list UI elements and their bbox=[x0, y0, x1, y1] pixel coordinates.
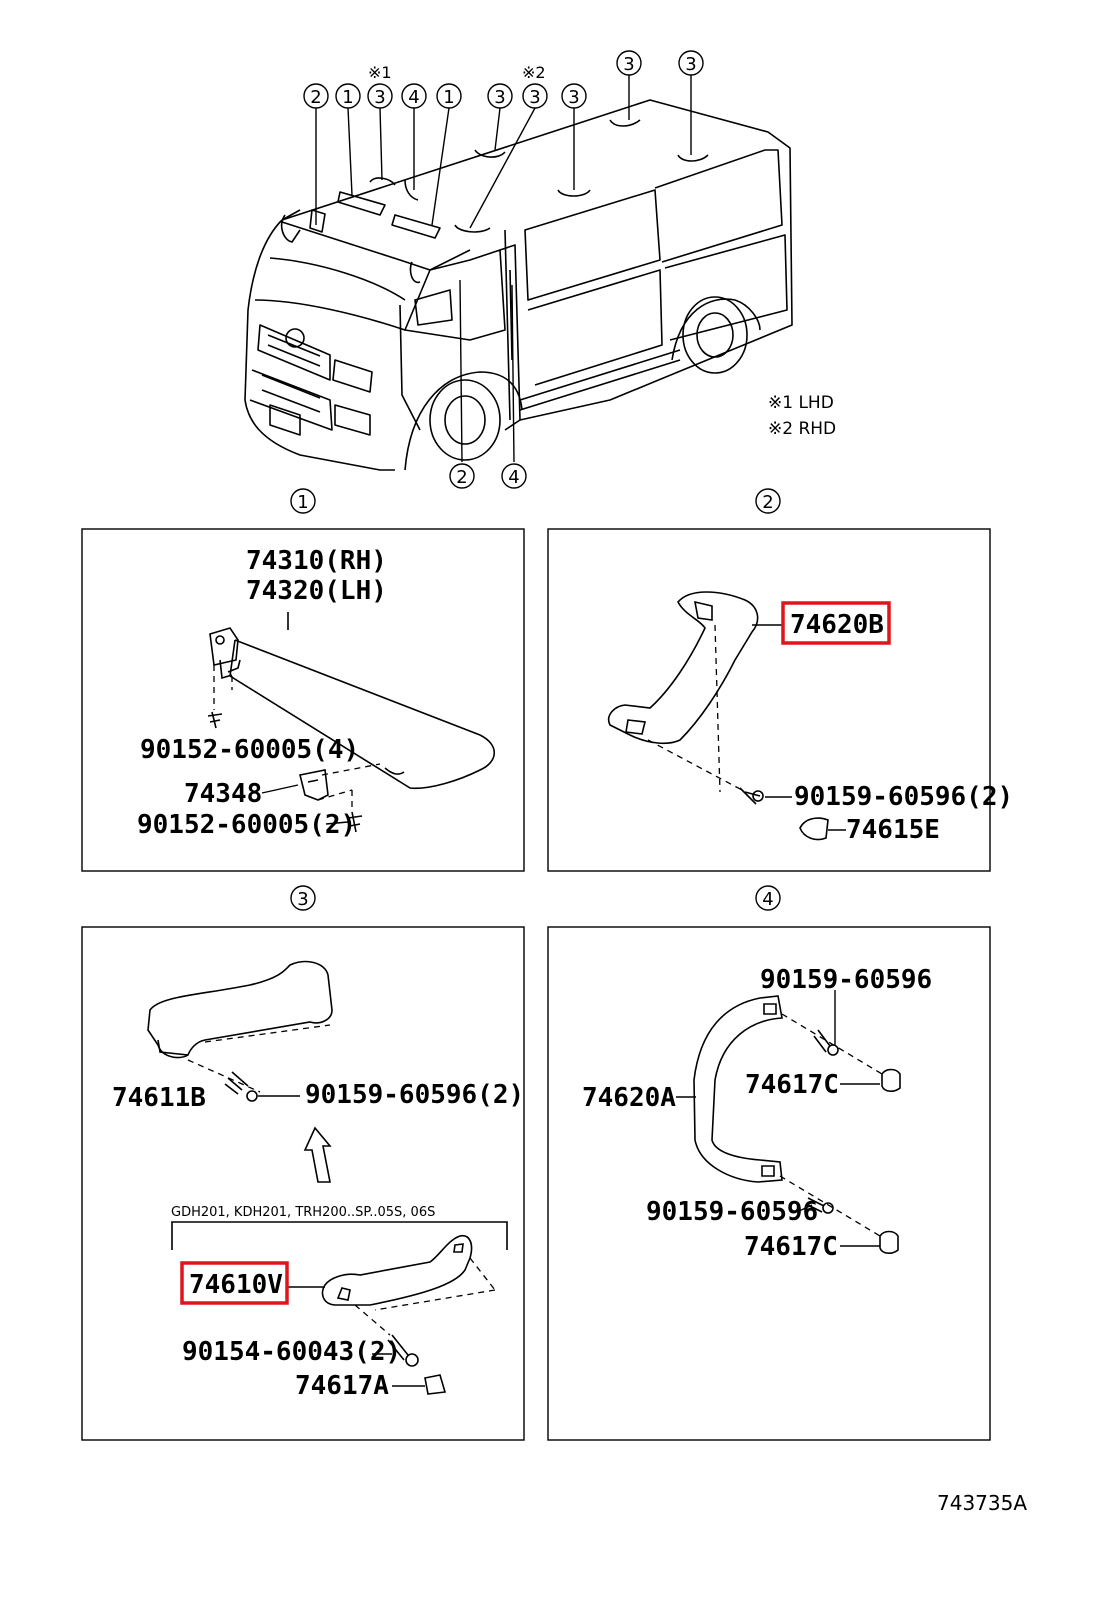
label-74610V[interactable]: 74610V bbox=[189, 1270, 283, 1300]
van-callouts bbox=[303, 50, 704, 489]
section-heading-4: 4 bbox=[762, 889, 773, 910]
label-90154-60043-2: 90154-60043(2) bbox=[182, 1337, 401, 1367]
panel-3-drawing bbox=[147, 960, 508, 1395]
label-74617C-top: 74617C bbox=[745, 1070, 839, 1100]
variant-note: GDH201, KDH201, TRH200..SP..05S, 06S bbox=[171, 1205, 435, 1220]
panel-4-frame bbox=[547, 926, 991, 1441]
van-callout-3f: 3 bbox=[685, 54, 696, 75]
panel-1-frame bbox=[81, 528, 525, 872]
label-74310-rh: 74310(RH) bbox=[246, 546, 387, 576]
van-callout-1b: 1 bbox=[443, 87, 454, 108]
section-heading-3: 3 bbox=[297, 889, 308, 910]
van-callout-2a: 2 bbox=[310, 87, 321, 108]
van-callout-4b: 4 bbox=[508, 467, 519, 488]
highlight-74620B bbox=[781, 601, 891, 645]
van-illustration bbox=[244, 99, 793, 471]
van-callout-3d: 3 bbox=[568, 87, 579, 108]
label-74611B: 74611B bbox=[112, 1083, 206, 1113]
van-callout-4a: 4 bbox=[408, 87, 419, 108]
legend-rhd: ※2 RHD bbox=[768, 419, 836, 439]
van-callout-3c: 3 bbox=[529, 87, 540, 108]
label-90159-60596-bottom: 90159-60596 bbox=[646, 1197, 818, 1227]
drawing-code: 743735A bbox=[937, 1491, 1027, 1515]
van-callout-3a: 3 bbox=[374, 87, 385, 108]
panel-4-drawing bbox=[693, 995, 901, 1254]
marker-note-1: ※1 bbox=[368, 63, 392, 82]
marker-note-2: ※2 bbox=[522, 63, 546, 82]
van-callout-leaders bbox=[315, 75, 692, 463]
label-74617A: 74617A bbox=[295, 1371, 389, 1401]
label-90152-60005-2: 90152-60005(2) bbox=[137, 810, 356, 840]
van-callout-2b: 2 bbox=[456, 467, 467, 488]
label-74620A: 74620A bbox=[582, 1083, 676, 1113]
van-callout-3e: 3 bbox=[623, 54, 634, 75]
label-90159-60596-2-panel2: 90159-60596(2) bbox=[794, 782, 1013, 812]
panel-2-frame bbox=[547, 528, 991, 872]
panel-3-dashes bbox=[187, 1024, 496, 1336]
label-90159-60596-2-panel3: 90159-60596(2) bbox=[305, 1080, 524, 1110]
label-74615E: 74615E bbox=[846, 815, 940, 845]
panel-3-frame bbox=[81, 926, 525, 1441]
label-74348: 74348 bbox=[184, 779, 262, 809]
section-heading-1: 1 bbox=[297, 492, 308, 513]
panel-2-dashes bbox=[647, 624, 743, 793]
label-74617C-bottom: 74617C bbox=[744, 1232, 838, 1262]
highlight-74610V bbox=[180, 1261, 289, 1305]
panel-1-drawing bbox=[207, 612, 496, 833]
label-90152-60005-4: 90152-60005(4) bbox=[140, 735, 359, 765]
legend-lhd: ※1 LHD bbox=[768, 393, 834, 413]
van-callout-1a: 1 bbox=[342, 87, 353, 108]
panel-4-dashes bbox=[779, 1013, 883, 1237]
section-heading-2: 2 bbox=[762, 492, 773, 513]
panel-frames bbox=[81, 528, 991, 1441]
label-74320-lh: 74320(LH) bbox=[246, 576, 387, 606]
panel-2-drawing bbox=[607, 591, 829, 841]
van-callout-3b: 3 bbox=[494, 87, 505, 108]
label-74620B[interactable]: 74620B bbox=[790, 610, 884, 640]
panel-1-dashes bbox=[213, 665, 381, 812]
label-90159-60596-top: 90159-60596 bbox=[760, 965, 932, 995]
